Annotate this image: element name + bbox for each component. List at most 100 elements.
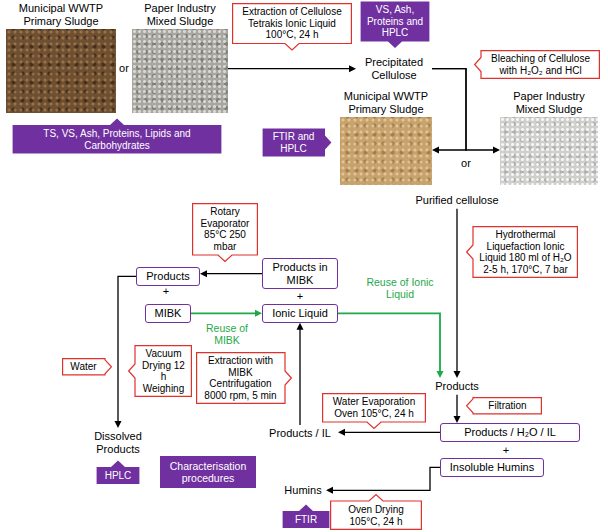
- node-text: Bleaching of Cellulose with H₂O₂ and HCl: [485, 53, 596, 76]
- process-callout: Extraction with MIBK Centrifugation 8000…: [196, 352, 292, 404]
- stream-text: Products / IL: [262, 425, 338, 442]
- analysis-tag: TS, VS, Ash, Proteins, Lipids and Carboh…: [12, 118, 222, 154]
- stream-text: Dissolved Products: [83, 428, 153, 457]
- outline: [467, 398, 542, 414]
- arrow-line: [338, 313, 440, 373]
- arrow-line: [343, 432, 440, 433]
- node-text: Products / H₂O / IL: [446, 426, 574, 439]
- outline: [263, 129, 332, 157]
- sample-photo: [340, 117, 432, 185]
- flow-arrow: [432, 69, 466, 154]
- node-text: Vacuum Drying 12 h Weighing: [139, 348, 188, 394]
- connector-word: or: [116, 62, 132, 75]
- analysis-tag: FTIR and HPLC: [262, 128, 332, 157]
- arrow-line: [228, 68, 351, 69]
- outline: [361, 2, 430, 48]
- arrow-line: [191, 312, 257, 314]
- arrow-head: [432, 147, 439, 154]
- arrow-head: [493, 147, 500, 154]
- node-text: Water: [66, 361, 101, 373]
- process-callout: Water: [62, 358, 112, 376]
- sample-photo-node: Paper Industry Mixed Sludge: [500, 90, 598, 185]
- connector-word: or: [458, 157, 474, 170]
- outline: [97, 461, 140, 484]
- stream-box: Insoluble Humins: [440, 458, 544, 477]
- outline: [197, 353, 292, 404]
- flow-arrow: [326, 467, 440, 494]
- sample-photo: [132, 29, 228, 113]
- stream-box: Products / H₂O / IL: [440, 423, 580, 442]
- outline: [331, 495, 422, 530]
- node-text: MIBK: [151, 307, 185, 320]
- node-text: FTIR: [286, 514, 326, 526]
- sample-photo-node: Municipal WWTP Primary Sludge: [340, 90, 432, 185]
- outline: [467, 227, 578, 278]
- flow-arrow: [191, 310, 262, 317]
- flow-arrow: [454, 395, 461, 423]
- stream-text: Products: [427, 378, 487, 395]
- node-text: TS, VS, Ash, Proteins, Lipids and Carboh…: [16, 128, 218, 151]
- stream-box: MIBK: [145, 304, 191, 323]
- sample-label: Paper Industry Mixed Sludge: [500, 90, 598, 115]
- node-text: Purified cellulose: [412, 194, 502, 207]
- arrow-line: [432, 69, 495, 150]
- node-text: Oven Drying 105°C, 24 h: [334, 504, 418, 527]
- process-callout: Rotary Evaporator 85°C 250 mbar: [192, 203, 258, 262]
- node-text: Extraction with MIBK Centrifugation 8000…: [200, 355, 281, 401]
- reuse-label: Reuse of MIBK: [196, 322, 258, 346]
- arrow-head: [326, 487, 333, 494]
- legend-swatch: Characterisation procedures: [160, 456, 256, 488]
- arrow-head: [454, 371, 461, 378]
- sample-label: Municipal WWTP Primary Sludge: [6, 2, 116, 27]
- process-callout: Hydrothermal Liquefaction Ionic Liquid 1…: [466, 226, 578, 278]
- node-text: Products: [429, 380, 485, 393]
- outline: [233, 4, 352, 50]
- stream-box: Products in MIBK: [262, 258, 338, 289]
- node-text: Precipitated Cellulose: [358, 56, 430, 81]
- node-text: Insoluble Humins: [446, 461, 538, 474]
- node-text: VS, Ash, Proteins and HPLC: [364, 4, 426, 39]
- stream-text: Purified cellulose: [410, 192, 504, 209]
- outline: [129, 346, 192, 397]
- reuse-label: Reuse of Ionic Liquid: [362, 276, 438, 300]
- node-text: Filtration: [477, 400, 538, 412]
- arrow-line: [432, 69, 466, 150]
- connector-word: +: [498, 444, 514, 457]
- node-text: HPLC: [100, 470, 136, 482]
- node-text: Rotary Evaporator 85°C 250 mbar: [196, 206, 254, 252]
- arrow-line: [456, 209, 457, 373]
- stream-text: Humins: [280, 482, 326, 499]
- flow-arrow: [432, 69, 500, 154]
- process-callout: Extraction of Cellulose Tetrakis Ionic L…: [232, 3, 352, 51]
- arrow-line: [299, 328, 300, 425]
- connector-word: +: [292, 290, 308, 303]
- arrow-head: [115, 421, 122, 428]
- process-callout: Water Evaporation Oven 105°C, 24 h: [322, 393, 426, 429]
- analysis-tag: HPLC: [96, 460, 140, 485]
- arrow-head: [349, 65, 356, 72]
- sample-photo: [6, 29, 116, 113]
- arrow-line: [456, 395, 457, 418]
- flow-arrow: [297, 323, 304, 425]
- legend-text: Characterisation procedures: [165, 460, 251, 484]
- arrow-line: [205, 273, 262, 274]
- connector-word: +: [158, 285, 174, 298]
- outline: [193, 204, 258, 262]
- analysis-tag: VS, Ash, Proteins and HPLC: [360, 1, 430, 49]
- stream-text: Precipitated Cellulose: [356, 54, 432, 83]
- process-callout: Vacuum Drying 12 h Weighing: [128, 345, 192, 397]
- outline: [13, 119, 222, 154]
- node-text: Humins: [282, 484, 324, 497]
- process-callout: Bleaching of Cellulose with H₂O₂ and HCl: [474, 50, 600, 79]
- node-text: Ionic Liquid: [268, 307, 332, 320]
- arrow-line: [331, 467, 440, 490]
- stream-box: Ionic Liquid: [262, 304, 338, 323]
- sample-label: Municipal WWTP Primary Sludge: [340, 90, 432, 115]
- flow-arrow: [338, 313, 444, 378]
- node-text: Products: [142, 270, 194, 283]
- sample-photo-node: Paper Industry Mixed Sludge: [132, 2, 228, 113]
- node-text: Extraction of Cellulose Tetrakis Ionic L…: [236, 6, 348, 41]
- node-text: Products / IL: [264, 427, 336, 440]
- arrow-head: [200, 270, 207, 277]
